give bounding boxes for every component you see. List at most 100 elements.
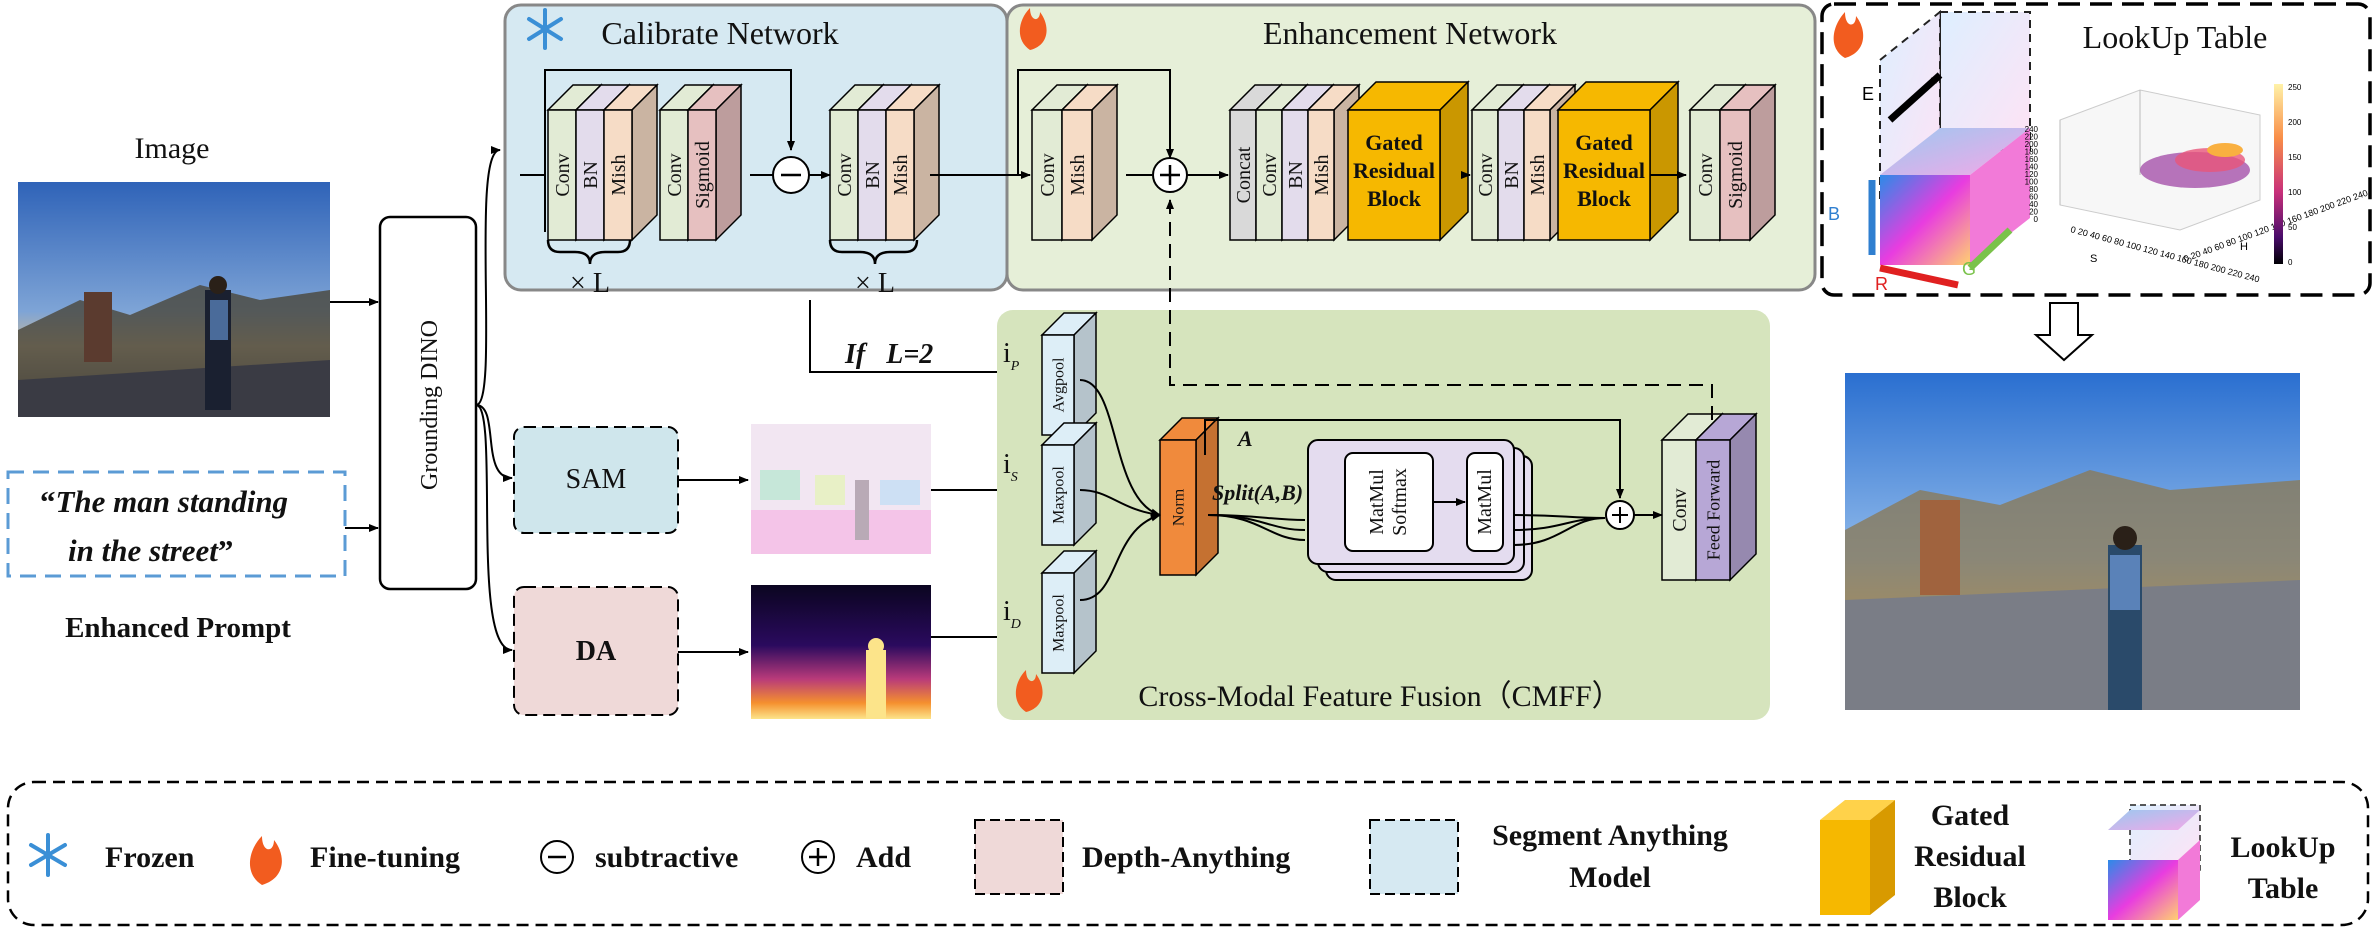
maxpool-block-1: Maxpool <box>1040 421 1098 547</box>
da-box <box>513 586 679 716</box>
colorbar-tick: 250 <box>2288 83 2302 92</box>
lut-ytick: 20 <box>2029 208 2038 217</box>
enh-b2-bn-label: BN <box>1285 161 1307 189</box>
lut-3d-plot <box>2059 89 2261 231</box>
avgpool-block-label: Avgpool <box>1051 357 1068 412</box>
legend-lut-line1: LookUp <box>2230 831 2335 864</box>
lut-plot-y-axis-label: H <box>2240 241 2248 253</box>
legend-lut-line2: Table <box>2248 872 2319 905</box>
lut-ytick: 80 <box>2029 185 2038 194</box>
lut-ytick: 0 <box>2034 215 2039 224</box>
matmul-softmax-line1: MatMul <box>1366 469 1388 535</box>
feedback-dashed-line <box>1166 199 1713 420</box>
lut-ytick: 220 <box>2025 133 2039 142</box>
cal-b3-bn-label: BN <box>862 161 884 189</box>
sam-label: SAM <box>566 464 627 495</box>
enh-b4-sigmoid: Sigmoid <box>1718 83 1777 242</box>
axis-b-label: B <box>1828 204 1840 224</box>
lut-ytick: 160 <box>2025 155 2039 164</box>
cal-b2-conv-label: Conv <box>664 153 686 196</box>
legend-box <box>6 780 2370 927</box>
enh-b1-mish: Mish <box>1060 83 1119 242</box>
fire-icon <box>249 836 282 885</box>
cal-b1-conv-label: Conv <box>552 153 574 196</box>
matmul-box <box>1466 452 1504 552</box>
cal-b1-mish-label: Mish <box>608 154 630 195</box>
repeat-brace-1 <box>546 239 632 265</box>
enh-b2-mish-label: Mish <box>1311 154 1333 195</box>
enh-b2-conv-label: Conv <box>1259 153 1281 196</box>
snowflake-icon <box>29 833 67 877</box>
repeat-brace-2 <box>828 239 919 265</box>
prompt-box <box>6 470 347 578</box>
enh-b2-concat-label: Concat <box>1233 146 1255 203</box>
maxpool-block-2-label: Maxpool <box>1051 594 1068 652</box>
repeat-label-2: × L <box>855 268 895 299</box>
axis-g-label: G <box>1962 259 1976 279</box>
lut-ytick: 140 <box>2025 163 2039 172</box>
lut-ytick: 120 <box>2025 170 2039 179</box>
lut-ytick: 60 <box>2029 193 2038 202</box>
enh-b4-sigmoid-label: Sigmoid <box>1725 141 1747 209</box>
legend-grb-line2: Residual <box>1914 840 2026 873</box>
feed-forward-block: Feed Forward <box>1694 412 1758 582</box>
legend-add: Add <box>856 841 911 874</box>
fire-icon <box>1015 670 1043 712</box>
cmff-conv-block-label: Conv <box>1669 488 1691 531</box>
axis-e-label: E <box>1862 84 1874 104</box>
feed-forward-block-label: Feed Forward <box>1703 460 1723 560</box>
enh-b2-mish: Mish <box>1306 83 1361 242</box>
fire-icon <box>1019 8 1047 50</box>
split-label: Split(A,B) <box>1212 480 1303 505</box>
legend-depth-swatch <box>974 819 1064 895</box>
grounding-dino-box <box>378 215 478 591</box>
grounding-dino-label: Grounding DINO <box>417 320 443 490</box>
prompt-line2: in the street” <box>68 533 233 568</box>
cmff-title: Cross-Modal Feature Fusion（CMFF） <box>1138 680 1621 713</box>
lut-ytick: 240 <box>2025 125 2039 134</box>
lut-colorbar <box>2274 84 2283 264</box>
lut-ytick: 100 <box>2025 178 2039 187</box>
calibrate-title: Calibrate Network <box>601 15 838 51</box>
colorbar-tick: 150 <box>2288 153 2302 162</box>
enh-b3-mish-label: Mish <box>1527 154 1549 195</box>
enh-b4-conv-label: Conv <box>1695 153 1717 196</box>
lut-ytick: 40 <box>2029 200 2038 209</box>
matmul-label: MatMul <box>1474 469 1496 535</box>
colorbar-tick: 200 <box>2288 118 2302 127</box>
a-label: A <box>1236 426 1253 451</box>
cal-b1-mish: Mish <box>602 83 659 242</box>
axis-r-label: R <box>1875 274 1888 294</box>
output-image <box>1845 373 2300 710</box>
repeat-label-1: × L <box>570 268 610 299</box>
colorbar-tick: 0 <box>2288 258 2293 267</box>
lookup-cube-icon <box>2108 804 2201 920</box>
norm-block: Norm <box>1158 416 1220 577</box>
lut-ytick: 180 <box>2025 148 2039 157</box>
maxpool-block-1-label: Maxpool <box>1051 466 1068 524</box>
lut-title: LookUp Table <box>2083 19 2268 55</box>
legend-grb-line1: Gated <box>1931 799 2010 832</box>
legend-grb-line3: Block <box>1933 881 2007 914</box>
segmentation-image <box>751 424 931 554</box>
legend-finetune: Fine-tuning <box>310 841 460 874</box>
cal-b2-sigmoid-label: Sigmoid <box>692 141 714 209</box>
snowflake-icon <box>527 8 563 50</box>
image-label: Image <box>135 132 210 165</box>
legend-grb-swatch <box>1820 800 1895 915</box>
matmul-softmax-line2: Softmax <box>1389 468 1411 536</box>
colorbar-tick: 50 <box>2288 223 2297 232</box>
i-s-label: iS <box>1003 449 1018 485</box>
prompt-caption: Enhanced Prompt <box>65 612 291 644</box>
legend-sam-swatch <box>1369 819 1459 895</box>
if-condition: If L=2 <box>844 339 933 370</box>
lookup-cube-icon <box>1868 9 2031 289</box>
legend-frozen: Frozen <box>105 841 195 874</box>
